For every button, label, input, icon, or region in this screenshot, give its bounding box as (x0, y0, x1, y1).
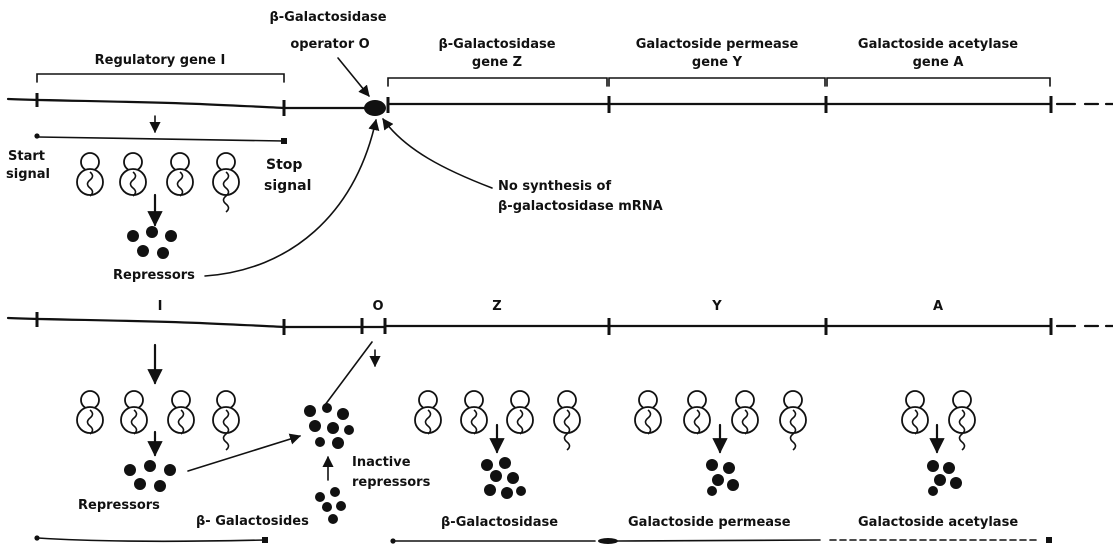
permease-molecules (706, 459, 739, 496)
dna-strand-bottom (8, 312, 1113, 335)
acetylase-molecules (927, 460, 962, 496)
inactive-repressors-line1: Inactive (352, 455, 411, 470)
repressors-label-top: Repressors (113, 268, 195, 283)
top-panel: Regulatory gene I β-Galactosidase operat… (6, 10, 1113, 283)
mrna-polycistronic (390, 537, 1052, 544)
bracket-gene-i (37, 74, 284, 82)
dna-strand-top (8, 93, 1113, 116)
product-y-label: Galactoside permease (628, 515, 791, 530)
operator-label-line1: β-Galactosidase (269, 10, 386, 25)
gene-o-letter: O (372, 299, 383, 314)
mrna-gene-i-bottom (34, 535, 268, 543)
repressor-to-operator-arrow (205, 120, 376, 276)
no-synthesis-line2: β-galactosidase mRNA (498, 199, 663, 214)
bracket-gene-y (609, 78, 825, 86)
beta-galactosides-label: β- Galactosides (196, 514, 309, 529)
bracket-gene-a (827, 78, 1050, 86)
ribosomes-gene-i-top (77, 153, 239, 212)
no-synthesis-pointer-arrow (383, 119, 492, 188)
gene-a-letter: A (933, 299, 943, 314)
gene-z-label-line2: gene Z (472, 55, 522, 70)
gene-a-label-line1: Galactoside acetylase (858, 37, 1018, 52)
bracket-gene-z (388, 78, 607, 86)
start-signal-line1: Start (8, 149, 45, 164)
product-a-label: Galactoside acetylase (858, 515, 1018, 530)
product-z-label: β-Galactosidase (441, 515, 558, 530)
gene-z-label-line1: β-Galactosidase (438, 37, 555, 52)
mrna-gene-i-top (34, 133, 287, 144)
no-synthesis-line1: No synthesis of (498, 179, 611, 194)
beta-galactosidase-molecules (481, 457, 526, 499)
repressor-molecules-top (127, 226, 177, 259)
repressor-to-inactive-arrow (188, 436, 300, 471)
regulatory-gene-label: Regulatory gene I (95, 53, 226, 68)
galactoside-molecules (315, 487, 346, 524)
operator-pointer-arrow (338, 58, 369, 96)
repressors-label-bottom: Repressors (78, 498, 160, 513)
ribosomes-gene-a (902, 391, 975, 450)
repressor-molecules-bottom (124, 460, 176, 492)
ribosomes-gene-i-bottom (77, 391, 239, 450)
operator-to-inactive-line (325, 342, 372, 405)
operator-label-line2: operator O (290, 37, 369, 52)
gene-z-letter: Z (492, 299, 501, 314)
gene-y-label-line1: Galactoside permease (636, 37, 799, 52)
gene-a-label-line2: gene A (913, 55, 964, 70)
gene-i-letter: I (158, 299, 163, 314)
bottom-panel: I O Z Y A (8, 299, 1113, 544)
gene-y-letter: Y (711, 299, 722, 314)
start-signal-line2: signal (6, 167, 50, 182)
operator-bound-repressor (364, 100, 386, 116)
gene-y-label-line2: gene Y (692, 55, 743, 70)
stop-signal-line1: Stop (266, 157, 302, 173)
stop-signal-line2: signal (264, 178, 311, 194)
inactive-repressor-cluster (304, 403, 354, 449)
inactive-repressors-line2: repressors (352, 475, 431, 490)
